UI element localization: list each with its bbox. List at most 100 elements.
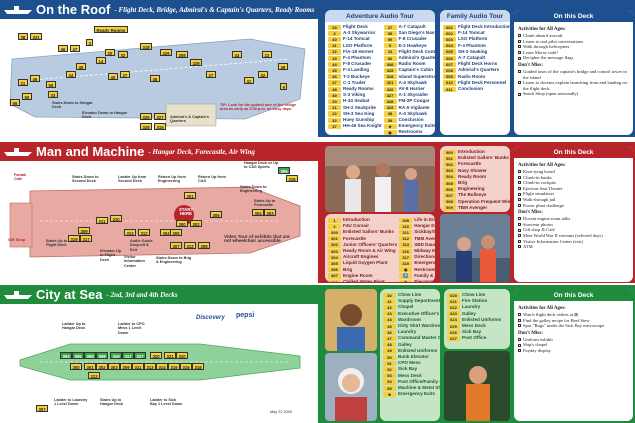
stop-label: Laundry — [398, 329, 417, 335]
map-tag[interactable]: 312 — [88, 372, 101, 379]
tour-stop: ★Emergency Exits — [383, 391, 437, 397]
sea-ages-heading: Activities for All Ages: — [518, 306, 566, 311]
map-tag[interactable]: 312 — [184, 242, 197, 249]
stop-number: ◉ — [383, 129, 397, 135]
map-tag[interactable]: 60 — [22, 93, 32, 100]
map-tag[interactable]: 320 — [150, 352, 163, 359]
map-tag[interactable]: 303 — [264, 209, 277, 216]
map-tag[interactable]: 307 — [170, 242, 183, 249]
map-tag[interactable]: 48 — [150, 75, 160, 82]
map-tag[interactable]: 301 — [184, 192, 197, 199]
tip-text: TIP: Look for the guided tour of the bri… — [220, 103, 297, 112]
map-tag[interactable]: 49 — [278, 63, 288, 70]
map-tag[interactable]: 315 — [168, 363, 181, 370]
map-tag[interactable]: 319 — [110, 352, 123, 359]
map-tag[interactable]: 304 — [60, 352, 73, 359]
map-tag[interactable]: 42 — [258, 71, 268, 78]
map-tag[interactable]: 45 — [76, 63, 86, 70]
stop-label: Forecastle — [343, 235, 366, 241]
map-tag[interactable]: 329 — [190, 59, 203, 66]
stop-label: Executive Officer's Quarters — [398, 310, 440, 316]
map-tag[interactable]: 44 — [66, 71, 76, 78]
activity-text: Climb aboard aircraft — [523, 33, 563, 38]
map-tag[interactable]: 317 — [80, 235, 93, 242]
map-tag[interactable]: 321 — [30, 33, 43, 40]
map-tag[interactable]: 302 — [190, 220, 203, 227]
map-tag[interactable]: 46 — [58, 45, 68, 52]
map-tag[interactable]: 300 — [176, 220, 189, 227]
map-tag[interactable]: 305 — [170, 229, 183, 236]
map-tag[interactable]: 305 — [72, 352, 85, 359]
map-tag[interactable]: 308 — [176, 51, 189, 58]
map-tag[interactable]: 318 — [140, 43, 153, 50]
map-tag[interactable]: 315 — [154, 123, 167, 130]
map-tag[interactable]: 307 — [36, 405, 49, 412]
map-tag[interactable]: 308 — [198, 242, 211, 249]
map-tag[interactable]: 311 — [132, 363, 144, 370]
map-tag[interactable]: 308 — [96, 352, 109, 359]
map-tag[interactable]: 3 — [86, 39, 94, 46]
map-tag[interactable]: 326 — [140, 113, 153, 120]
stop-label: Wardroom — [398, 316, 421, 322]
map-tag[interactable]: 313 — [144, 363, 157, 370]
map-tag[interactable]: Ready Rooms — [94, 26, 128, 33]
map-tag[interactable]: 40 — [108, 73, 118, 80]
map-tag[interactable]: 300 — [70, 363, 83, 370]
map-tag[interactable]: 316 — [180, 363, 193, 370]
map-tag[interactable]: 41 — [244, 77, 254, 84]
map-tag[interactable]: 314 — [156, 363, 169, 370]
activity-text: Uniform exhibit — [523, 336, 553, 342]
map-tag[interactable]: 303 — [108, 363, 121, 370]
map-tag[interactable]: 47 — [70, 45, 80, 52]
stop-label: Mess Deck — [398, 372, 422, 378]
map-tag[interactable]: 309 — [78, 227, 91, 234]
map-tag[interactable]: 301 — [84, 363, 97, 370]
map-tag[interactable]: 302 — [96, 363, 109, 370]
map-tag[interactable]: 327 — [154, 113, 167, 120]
map-tag[interactable]: 33 — [48, 91, 58, 98]
map-tag[interactable]: 305 — [278, 167, 291, 174]
map-tag[interactable]: 328 — [140, 123, 153, 130]
map-tag[interactable]: 326 — [160, 49, 173, 56]
map-tag[interactable]: 312 — [138, 229, 151, 236]
map-tag[interactable]: 313 — [124, 229, 137, 236]
stop-number: 306 — [328, 267, 341, 273]
map-tag[interactable]: 319 — [68, 235, 81, 242]
map-tag[interactable]: 21 — [18, 79, 28, 86]
map-tag[interactable]: 309 — [120, 363, 133, 370]
map-tag[interactable]: 46 — [30, 75, 40, 82]
map-tag[interactable]: 317 — [122, 352, 135, 359]
sailors-photo — [325, 146, 435, 212]
map-tag[interactable]: 316 — [286, 175, 299, 182]
map-tag[interactable]: 310 — [176, 352, 189, 359]
map-tag[interactable]: 27 — [206, 71, 216, 78]
map-tag[interactable]: 14 — [96, 57, 106, 64]
map-tag[interactable]: 310 — [110, 215, 123, 222]
map-tag[interactable]: 43 — [232, 51, 242, 58]
roof-info-title: On this Deck — [514, 10, 633, 22]
map-tag[interactable]: 55 — [46, 81, 56, 88]
map-tag[interactable]: 38 — [18, 33, 28, 40]
map-tag[interactable]: 59 — [10, 99, 20, 106]
map-tag[interactable]: 20 — [105, 49, 115, 56]
stop-label: Introduction — [458, 149, 485, 154]
map-tag[interactable]: 327 — [134, 352, 147, 359]
checkbox-icon — [518, 81, 521, 85]
map-tag[interactable]: 311 — [96, 217, 108, 224]
map-tag[interactable]: 304 — [252, 209, 265, 216]
child-photo-1 — [325, 289, 377, 351]
map-tag[interactable]: 9 — [280, 83, 288, 90]
map-tag[interactable]: 306 — [84, 352, 97, 359]
map-tag[interactable]: 22 — [262, 51, 272, 58]
map-tag[interactable]: 318 — [192, 363, 205, 370]
map-tag[interactable]: 37 — [120, 71, 130, 78]
tour-stop: ♿Family & Accessible Restrooms — [399, 273, 435, 279]
map-tag[interactable]: 32 — [118, 51, 128, 58]
map-tag[interactable]: 306 — [210, 211, 223, 218]
map-tag[interactable]: 321 — [164, 352, 177, 359]
